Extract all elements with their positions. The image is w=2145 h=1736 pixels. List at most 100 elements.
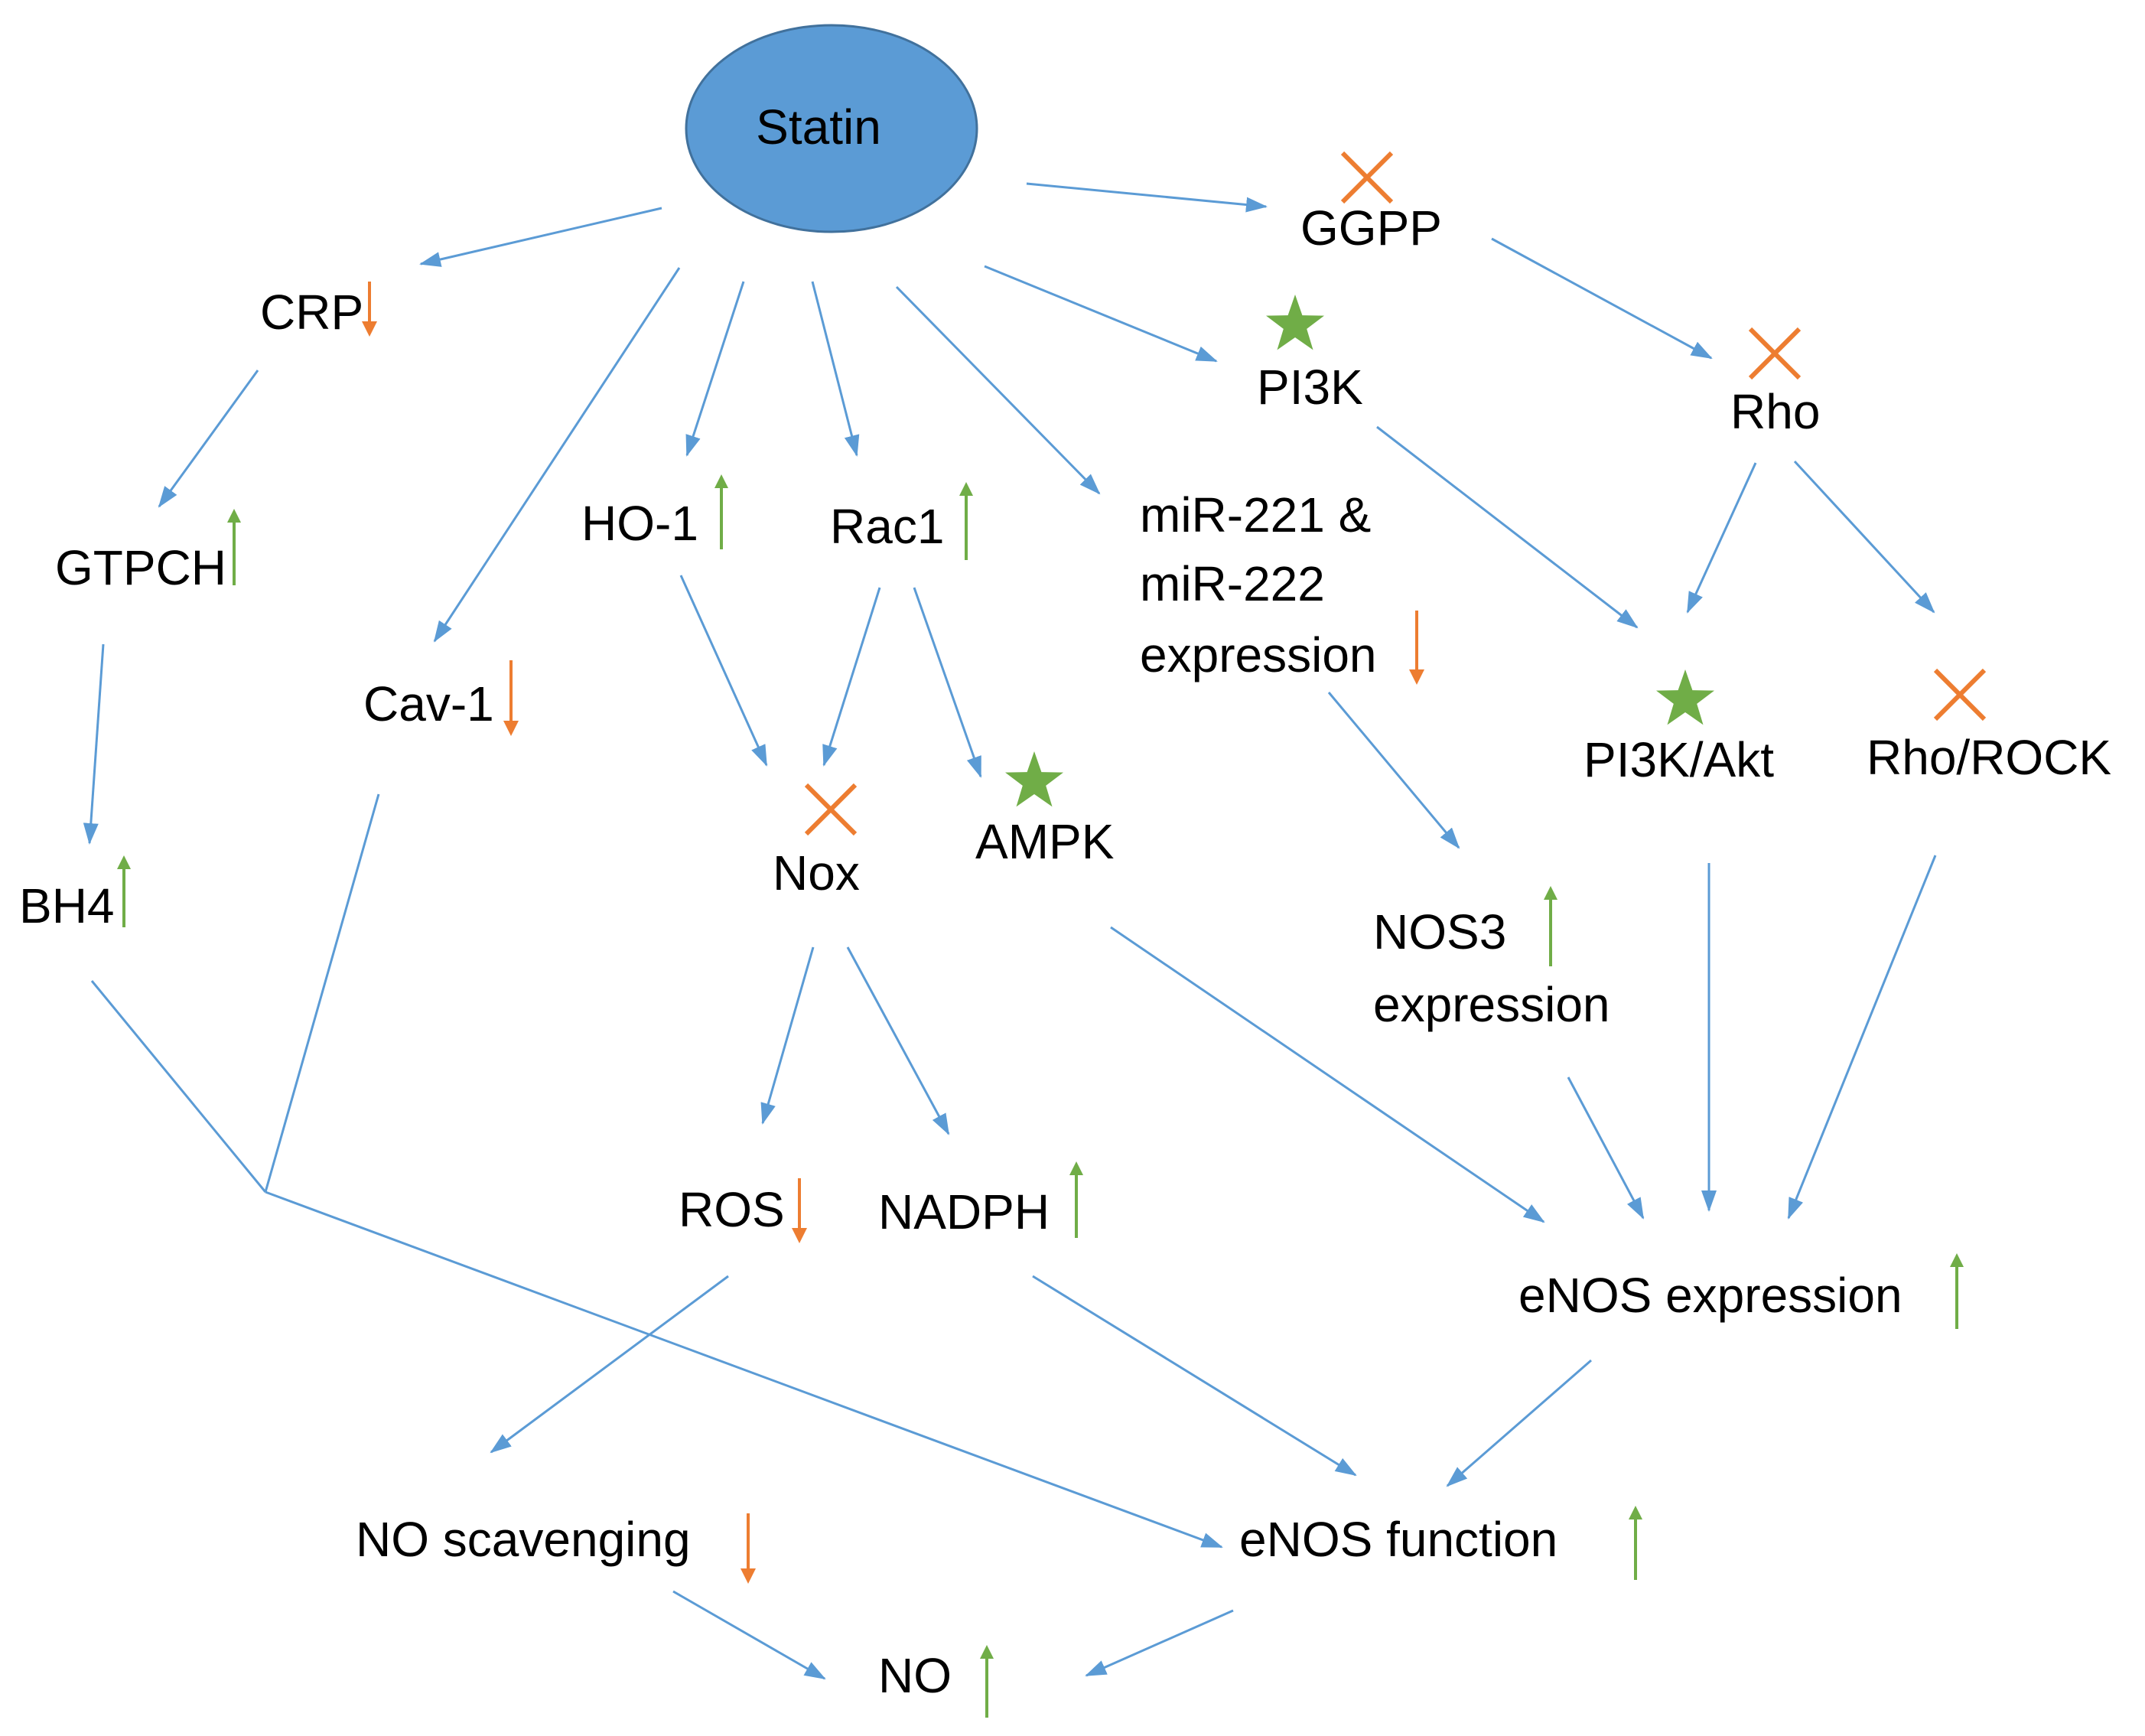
node-rho-rock: Rho/ROCK bbox=[1867, 730, 2111, 785]
edge-nos3-to-enos-expression bbox=[1567, 1076, 1645, 1220]
edge-statin-to-rac1 bbox=[811, 281, 860, 457]
edge-nox-to-nadph bbox=[846, 946, 950, 1135]
edge-ho1-to-nox bbox=[679, 575, 768, 767]
edges-layer bbox=[83, 182, 1937, 1680]
pi3k-label: PI3K bbox=[1257, 360, 1363, 415]
edge-rho-to-pi3k-akt bbox=[1686, 462, 1757, 614]
node-no: NO bbox=[878, 1648, 952, 1703]
edge-ggpp-to-rho bbox=[1491, 237, 1713, 360]
rac1-label: Rac1 bbox=[830, 499, 944, 554]
edge-rac1-to-ampk bbox=[913, 587, 982, 778]
ampk-activation-star-icon bbox=[1005, 751, 1063, 807]
nadph-increase-arrow-icon bbox=[1069, 1161, 1083, 1238]
bh4-label: BH4 bbox=[19, 878, 115, 933]
no-label: NO bbox=[878, 1648, 952, 1703]
edge-statin-to-pi3k bbox=[984, 265, 1218, 363]
nos3-label-line2: expression bbox=[1373, 977, 1610, 1032]
node-gtpch: GTPCH bbox=[55, 540, 226, 595]
rho-label: Rho bbox=[1730, 384, 1820, 439]
edge-statin-to-ho1 bbox=[685, 281, 745, 457]
edge-enos-expression-to-enos-function bbox=[1446, 1359, 1592, 1487]
edge-enos-function-to-no bbox=[1085, 1609, 1234, 1677]
mir-decrease-arrow-icon bbox=[1409, 611, 1424, 685]
edge-statin-to-ggpp bbox=[1026, 182, 1268, 213]
node-no-scavenging: NO scavenging bbox=[356, 1512, 691, 1567]
cav1-decrease-arrow-icon bbox=[503, 660, 519, 736]
edge-mir-to-nos3 bbox=[1327, 692, 1460, 849]
indicators-layer bbox=[117, 151, 1987, 1718]
gtpch-increase-arrow-icon bbox=[227, 509, 241, 585]
edge-crp-to-gtpch bbox=[158, 370, 259, 508]
pi3k-akt-activation-star-icon bbox=[1656, 669, 1714, 725]
mir-label-line2: miR-222 bbox=[1140, 556, 1325, 611]
no-increase-arrow-icon bbox=[980, 1645, 994, 1718]
enos-expression-increase-arrow-icon bbox=[1950, 1253, 1964, 1329]
node-rho: Rho bbox=[1730, 384, 1820, 439]
statin-label: Statin bbox=[756, 99, 881, 155]
no-scavenging-label: NO scavenging bbox=[356, 1512, 691, 1567]
ggpp-label: GGPP bbox=[1300, 200, 1442, 256]
nox-inhibition-x-icon bbox=[804, 783, 858, 836]
nodes-layer: Statin CRP GTPCH BH4 Cav-1 HO-1 Rac1 Nox… bbox=[19, 24, 2111, 1703]
nos3-increase-arrow-icon bbox=[1544, 886, 1557, 966]
edge-ros-to-no-scavenging bbox=[490, 1275, 729, 1454]
rho-rock-label: Rho/ROCK bbox=[1867, 730, 2111, 785]
node-mir: miR-221 & miR-222 expression bbox=[1140, 487, 1377, 682]
node-statin: Statin bbox=[685, 24, 978, 233]
node-cav1: Cav-1 bbox=[363, 676, 494, 731]
statin-ellipse bbox=[685, 24, 978, 233]
edge-junction-to-enos-function bbox=[265, 1190, 1223, 1549]
edge-no-scavenging-to-no bbox=[672, 1590, 826, 1680]
edge-statin-to-mir bbox=[895, 285, 1101, 495]
node-ros: ROS bbox=[679, 1182, 785, 1237]
node-ggpp: GGPP bbox=[1300, 200, 1442, 256]
edge-cav1-to-enos-function bbox=[264, 793, 380, 1193]
crp-decrease-arrow-icon bbox=[362, 282, 377, 337]
edge-statin-to-cav1 bbox=[433, 267, 681, 643]
nox-label: Nox bbox=[773, 845, 860, 901]
crp-label: CRP bbox=[260, 285, 363, 340]
node-ho1: HO-1 bbox=[581, 496, 698, 551]
edge-statin-to-crp bbox=[419, 207, 662, 267]
rho-inhibition-x-icon bbox=[1748, 327, 1802, 380]
node-nox: Nox bbox=[773, 845, 860, 901]
pi3k-activation-star-icon bbox=[1266, 295, 1324, 350]
edge-rac1-to-nox bbox=[822, 587, 881, 767]
ho1-label: HO-1 bbox=[581, 496, 698, 551]
mir-label-line3: expression bbox=[1140, 627, 1377, 682]
node-enos-expression: eNOS expression bbox=[1518, 1268, 1903, 1323]
rho-rock-inhibition-x-icon bbox=[1933, 668, 1987, 721]
enos-function-increase-arrow-icon bbox=[1629, 1506, 1642, 1580]
cav1-label: Cav-1 bbox=[363, 676, 494, 731]
node-rac1: Rac1 bbox=[830, 499, 944, 554]
nos3-label-line1: NOS3 bbox=[1373, 904, 1506, 959]
edge-rho-rock-to-enos-expression bbox=[1787, 855, 1937, 1220]
mir-label-line1: miR-221 & bbox=[1140, 487, 1371, 542]
edge-pi3k-to-pi3k-akt bbox=[1376, 425, 1639, 629]
enos-expression-label: eNOS expression bbox=[1518, 1268, 1903, 1323]
node-nadph: NADPH bbox=[878, 1184, 1050, 1239]
edge-bh4-to-enos-function bbox=[90, 980, 267, 1193]
no-scavenging-decrease-arrow-icon bbox=[740, 1513, 756, 1584]
ho1-increase-arrow-icon bbox=[714, 474, 728, 549]
node-enos-function: eNOS function bbox=[1239, 1512, 1557, 1567]
node-nos3: NOS3 expression bbox=[1373, 904, 1610, 1032]
node-bh4: BH4 bbox=[19, 878, 115, 933]
edge-ampk-to-enos-expression bbox=[1110, 926, 1545, 1223]
ggpp-inhibition-x-icon bbox=[1340, 151, 1394, 204]
ampk-label: AMPK bbox=[975, 814, 1114, 869]
node-pi3k: PI3K bbox=[1257, 360, 1363, 415]
nadph-label: NADPH bbox=[878, 1184, 1050, 1239]
enos-function-label: eNOS function bbox=[1239, 1512, 1557, 1567]
node-crp: CRP bbox=[260, 285, 363, 340]
edge-gtpch-to-bh4 bbox=[83, 643, 105, 845]
pi3k-akt-label: PI3K/Akt bbox=[1584, 732, 1774, 787]
ros-label: ROS bbox=[679, 1182, 785, 1237]
bh4-increase-arrow-icon bbox=[117, 855, 131, 927]
edge-rho-to-rho-rock bbox=[1793, 460, 1935, 614]
edge-nadph-to-enos-function bbox=[1032, 1275, 1357, 1477]
edge-nox-to-ros bbox=[760, 946, 815, 1125]
rac1-increase-arrow-icon bbox=[959, 482, 973, 560]
node-pi3k-akt: PI3K/Akt bbox=[1584, 732, 1774, 787]
